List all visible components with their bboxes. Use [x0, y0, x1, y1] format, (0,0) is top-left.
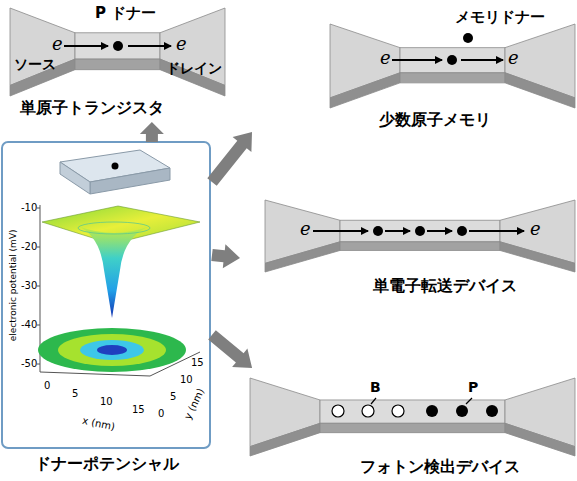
photon-details: [332, 398, 498, 417]
part-label: P: [468, 379, 478, 396]
axis-label: -30: [21, 280, 37, 292]
device-face: [340, 242, 500, 251]
device-caption: 単電子転送デバイス: [373, 276, 517, 295]
axis-label: 5: [72, 388, 78, 400]
block-arrow: [140, 122, 164, 142]
block-arrow: [211, 244, 240, 268]
potential-panel: [2, 142, 210, 448]
memory-details: [392, 33, 503, 65]
device-caption: フォトン検出デバイス: [360, 457, 520, 476]
part-label: P ドナー: [95, 4, 156, 22]
device-face: [160, 59, 225, 96]
panel-caption: ドナーポテンシャル: [35, 454, 179, 473]
axis-label: 10: [100, 396, 113, 408]
block-arrow: [208, 330, 252, 368]
axis-label: 0: [44, 380, 50, 392]
axis-label: x (nm): [81, 415, 116, 434]
device-face: [265, 242, 340, 272]
electron-symbol: e: [52, 33, 63, 55]
block-arrow: [207, 132, 252, 186]
axis-label: -20: [21, 241, 37, 253]
device-node: フォトン検出デバイス: [240, 368, 575, 480]
axis-label: -50: [21, 358, 37, 370]
axis-label: y (nm): [181, 387, 206, 422]
device-caption: 単原子トランジスタ: [20, 98, 164, 117]
axis-label: -40: [21, 319, 37, 331]
electron-symbol: e: [300, 218, 311, 240]
part-label: メモリドナー: [455, 8, 545, 26]
device-face: [400, 73, 505, 83]
axis-label: -10: [21, 202, 37, 214]
axis-label: 15: [191, 357, 204, 369]
device-caption: 少数原子メモリ: [379, 110, 491, 129]
electron-symbol: e: [380, 47, 391, 69]
electron-symbol: e: [530, 218, 541, 240]
transistor-details: [64, 41, 171, 51]
device-face: [505, 423, 575, 456]
device-face: [330, 73, 400, 108]
electron-symbol: e: [508, 47, 519, 69]
electron-symbol: e: [176, 33, 187, 55]
device-face: [505, 73, 575, 108]
transfer-details: [313, 226, 524, 236]
device-face: [320, 400, 505, 423]
axis-label: 10: [180, 374, 193, 386]
axis-label: 0: [158, 408, 164, 420]
device-face: [500, 242, 575, 272]
device-face: [320, 423, 505, 432]
device-face: [75, 59, 160, 70]
part-label: B: [370, 379, 381, 396]
device-node: 単電子転送デバイス: [240, 195, 575, 300]
axis-label: 15: [132, 404, 145, 416]
part-label: ドレイン: [166, 60, 222, 77]
device-face: [250, 423, 320, 456]
axis-label: 5: [170, 391, 176, 403]
part-label: ソース: [14, 56, 56, 73]
axis-label: electronic potential (mV): [8, 229, 19, 341]
